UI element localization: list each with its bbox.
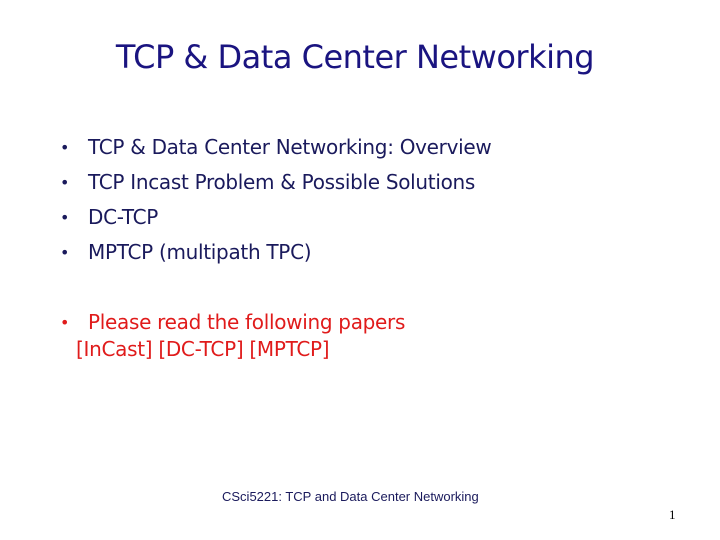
reading-text: Please read the following papers [88, 310, 406, 334]
bullet-item: • TCP & Data Center Networking: Overview [60, 130, 492, 165]
reading-bullet: • Please read the following papers [60, 305, 491, 340]
bullet-text: TCP & Data Center Networking: Overview [88, 135, 492, 159]
bullet-dot-icon: • [60, 313, 70, 332]
bullet-text: DC-TCP [88, 205, 159, 229]
bullet-dot-icon: • [60, 138, 70, 157]
slide-title: TCP & Data Center Networking [115, 38, 595, 76]
bullet-list: • TCP & Data Center Networking: Overview… [60, 130, 492, 340]
bullet-dot-icon: • [60, 173, 70, 192]
bullet-item: • DC-TCP [60, 200, 491, 235]
slide-footer: CSci5221: TCP and Data Center Networking [222, 489, 479, 504]
bullet-item: • TCP Incast Problem & Possible Solution… [60, 165, 491, 200]
bullet-text: TCP Incast Problem & Possible Solutions [88, 170, 476, 194]
bullet-text: MPTCP (multipath TPC) [88, 240, 312, 264]
paper-links[interactable]: [InCast] [DC-TCP] [MPTCP] [76, 337, 330, 361]
bullet-item: • MPTCP (multipath TPC) [60, 235, 491, 270]
bullet-dot-icon: • [60, 208, 70, 227]
bullet-dot-icon: • [60, 243, 70, 262]
page-number: 1 [669, 507, 676, 522]
spacer [60, 270, 491, 305]
